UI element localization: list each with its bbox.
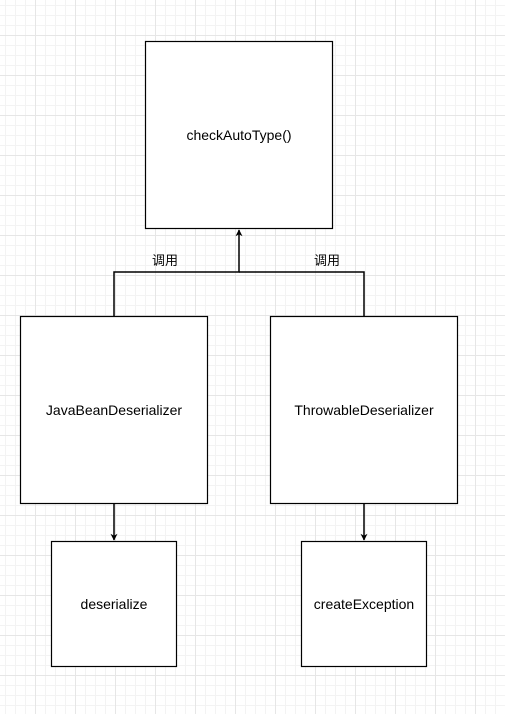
node-deserialize-box [50, 540, 178, 668]
edge-label-left-call: 调用 [152, 254, 178, 269]
node-throwable-deserializer[interactable]: ThrowableDeserializer [269, 315, 459, 505]
node-java-bean-deserializer-label: JavaBeanDeserializer [46, 402, 183, 418]
node-throwable-deserializer-box [269, 315, 459, 505]
edge-label-right-call: 调用 [314, 254, 340, 269]
node-create-exception-label: createException [314, 596, 414, 612]
edge-java-bean-to-check-auto-type[interactable] [113, 229, 243, 316]
node-check-auto-type-box [144, 40, 334, 230]
node-check-auto-type[interactable]: checkAutoType() [144, 40, 334, 230]
node-deserialize[interactable]: deserialize [50, 540, 178, 668]
node-deserialize-label: deserialize [81, 596, 148, 612]
node-create-exception[interactable]: createException [300, 540, 428, 668]
node-throwable-deserializer-label: ThrowableDeserializer [294, 402, 434, 418]
node-create-exception-box [300, 540, 428, 668]
edge-throwable-to-check-auto-type[interactable] [239, 271, 365, 316]
node-java-bean-deserializer-box [19, 315, 209, 505]
node-java-bean-deserializer[interactable]: JavaBeanDeserializer [19, 315, 209, 505]
node-check-auto-type-label: checkAutoType() [186, 127, 291, 143]
